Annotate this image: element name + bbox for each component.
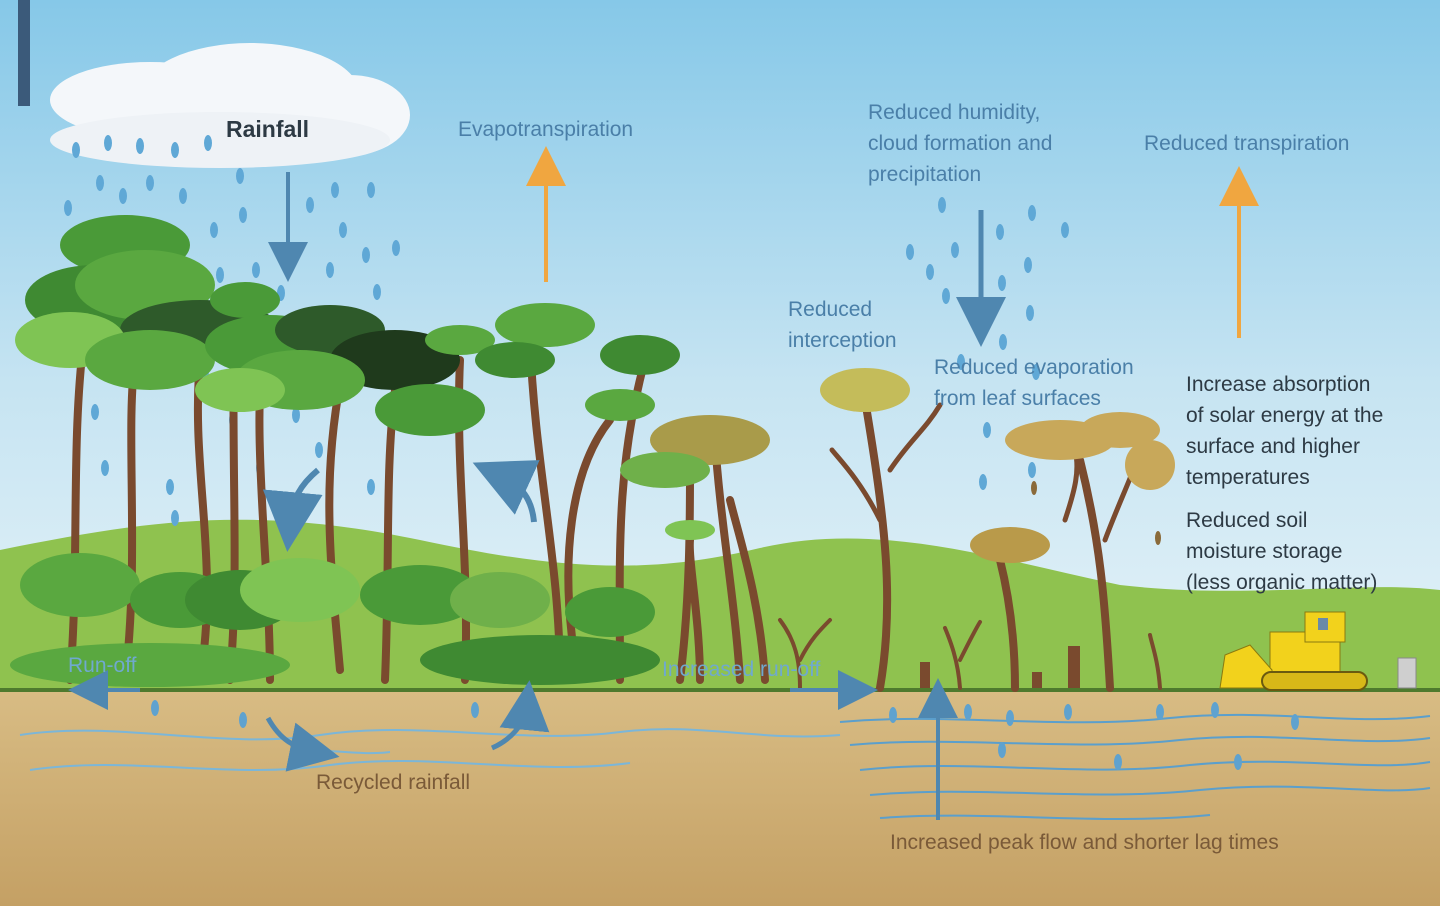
bottom-white-band (0, 906, 1440, 918)
label-recycled-rainfall: Recycled rainfall (316, 771, 471, 794)
bulldozer (1219, 611, 1368, 691)
label-reduced-evaporation: Reduced evaporation from leaf surfaces (934, 356, 1134, 410)
soil-layer (0, 690, 1440, 908)
label-increased-peak-flow: Increased peak flow and shorter lag time… (890, 831, 1279, 854)
label-run-off: Run-off (68, 654, 137, 677)
recycled-rainfall-arrow-up (490, 680, 550, 751)
label-increased-run-off: Increased run-off (662, 658, 821, 681)
dry-canopy (820, 368, 1175, 563)
label-reduced-interception: Reduced interception (788, 298, 897, 352)
label-rainfall: Rainfall (226, 116, 310, 142)
forest-canopy (10, 215, 770, 687)
soil-droplets (151, 700, 1299, 770)
label-increase-absorption: Increase absorption of solar energy at t… (1186, 373, 1384, 489)
fence-post (1397, 657, 1417, 689)
label-reduced-transpiration: Reduced transpiration (1144, 132, 1350, 155)
left-border-strip (18, 0, 30, 106)
canopy-cycle-arrow-up (472, 460, 540, 523)
rain-cloud (50, 43, 410, 168)
label-reduced-soil-moisture: Reduced soil moisture storage (less orga… (1186, 509, 1378, 594)
tree-stumps (920, 646, 1080, 688)
canopy-cycle-arrow-down (262, 467, 323, 552)
label-reduced-humidity: Reduced humidity, cloud formation and pr… (868, 101, 1053, 186)
label-evapotranspiration: Evapotranspiration (458, 118, 634, 141)
recycled-rainfall-arrow-in (265, 716, 340, 772)
